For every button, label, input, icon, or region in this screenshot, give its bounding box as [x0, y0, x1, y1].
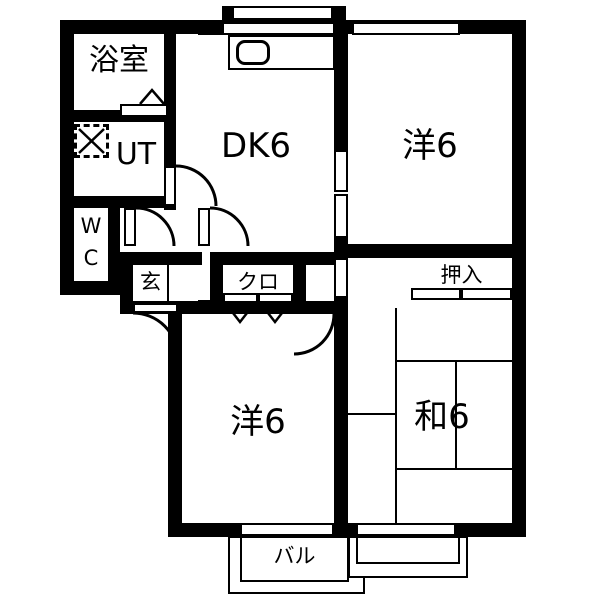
label-entrance: 玄: [140, 270, 161, 294]
entrance-door-plate: [133, 303, 178, 313]
window-japanese-bottom: [356, 523, 456, 536]
wall-center-vertical-upper: [334, 20, 348, 152]
hall-door-plate-1: [124, 208, 136, 246]
label-toilet-c: C: [83, 246, 99, 270]
window-dk-top-outer: [232, 6, 333, 20]
door-arc-toilet: [135, 206, 176, 247]
tatami-line-vert-left: [395, 308, 397, 523]
label-toilet-w: W: [80, 214, 102, 238]
label-japanese: 和6: [414, 397, 470, 437]
wall-dk-top-jog: [222, 6, 232, 34]
tatami-line-left-split: [348, 413, 395, 415]
kitchen-sink-basin: [236, 40, 270, 65]
tatami-line-horiz-bottom: [395, 468, 512, 470]
window-western-top-side-lower: [334, 194, 348, 238]
line-genkan-step: [167, 265, 169, 301]
label-western-bottom: 洋6: [230, 402, 286, 442]
tatami-line-vert-mid: [455, 360, 457, 470]
label-balcony: バル: [273, 544, 316, 568]
room-entrance-floor: [133, 265, 168, 301]
closet-door-right: [258, 293, 293, 303]
wall-center-vertical-lower: [334, 290, 348, 535]
wall-western-bottom-left: [168, 300, 182, 537]
window-western-top: [352, 22, 460, 35]
window-western-bottom: [240, 523, 334, 536]
ut-door-plate: [164, 166, 176, 206]
room-western-top-floor: [348, 34, 512, 244]
window-dk-left-stub: [198, 22, 224, 35]
wall-corridor-to-center: [306, 301, 348, 314]
wall-closet-right: [293, 252, 306, 314]
window-bathroom-vent: [120, 104, 168, 117]
wall-left-outer: [60, 20, 74, 295]
wall-genkan-top: [120, 252, 202, 265]
wall-wc-right: [108, 196, 120, 295]
wall-ut-right: [164, 20, 176, 210]
label-oshiire: 押入: [440, 263, 483, 287]
wall-wc-bottom: [60, 281, 120, 295]
hall-door-plate-2: [198, 208, 210, 246]
balcony-right-inner: [356, 536, 460, 564]
label-utility: UT: [115, 137, 157, 172]
room-japanese-floor: [348, 258, 512, 523]
closet-door-left: [223, 293, 258, 303]
oshiire-door-left: [411, 288, 461, 300]
tatami-line-horiz-top: [395, 360, 512, 362]
room-toilet-floor: [74, 208, 108, 281]
window-japanese-side: [334, 258, 348, 298]
label-western-top: 洋6: [402, 126, 458, 166]
wall-right-top-bottom: [334, 244, 526, 258]
window-dk-top-inner: [222, 22, 335, 35]
wall-closet-left: [210, 252, 223, 314]
oshiire-door-right: [461, 288, 512, 300]
wall-closet-top: [210, 252, 306, 265]
label-dining-kitchen: DK6: [220, 126, 292, 166]
balcony-left-inner: [240, 536, 349, 582]
wall-genkan-left: [120, 252, 133, 314]
label-closet: クロ: [237, 270, 279, 294]
window-western-top-side-upper: [334, 150, 348, 192]
label-bathroom: 浴室: [89, 43, 149, 78]
room-entrance-step: [168, 265, 198, 301]
wall-right-outer: [512, 20, 526, 535]
wall-bath-top: [60, 20, 176, 34]
